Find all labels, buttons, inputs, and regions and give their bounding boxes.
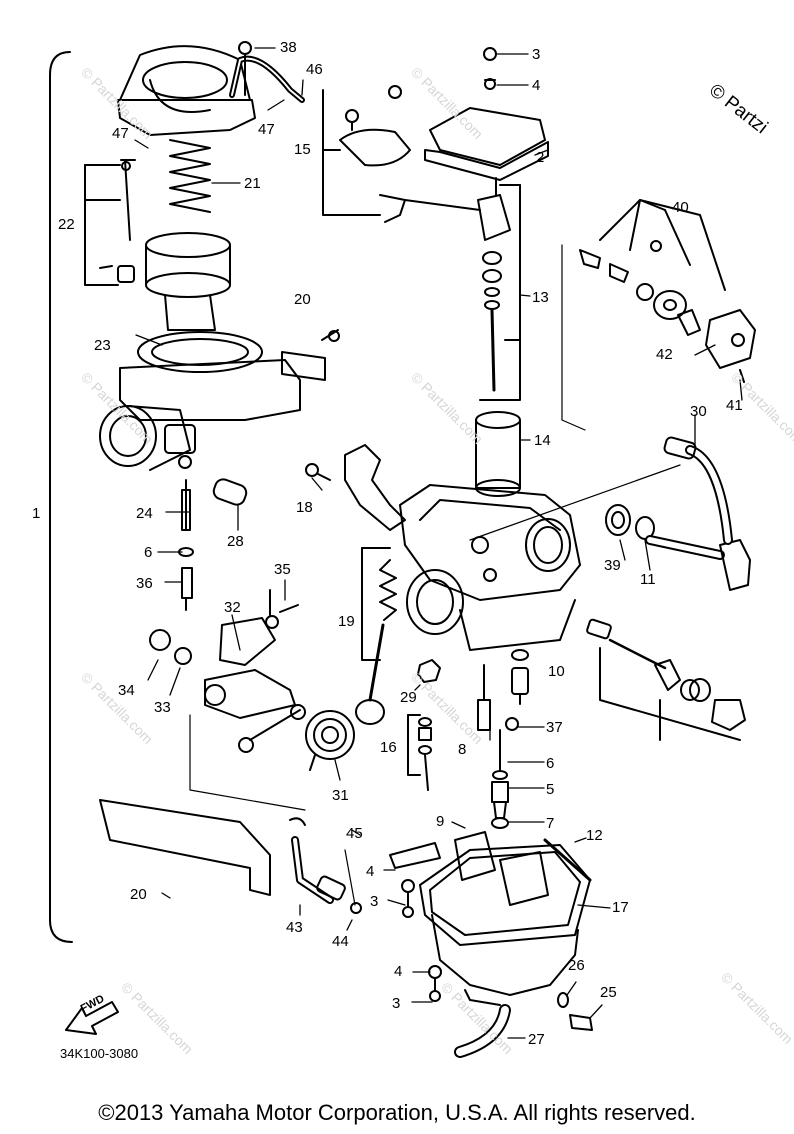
needle-assembly: [477, 177, 521, 401]
carb-body-left: [99, 359, 301, 471]
part-label-38: 38: [280, 39, 297, 56]
carb-body-right: [399, 484, 581, 651]
accelerator-pump-group: [579, 199, 756, 383]
diaphragm: [137, 331, 263, 373]
part-label-3: 3: [532, 46, 541, 63]
part-label-29: 29: [400, 689, 417, 706]
throttle-linkage: [204, 617, 306, 753]
part-label-4: 4: [366, 863, 375, 880]
part-label-4: 4: [532, 77, 541, 94]
main-jet-column: [491, 729, 509, 829]
part-label-4: 4: [394, 963, 403, 980]
copyright-notice: ©2013 Yamaha Motor Corporation, U.S.A. A…: [98, 1100, 696, 1125]
drain-hose: [291, 836, 362, 914]
part-label-41: 41: [726, 397, 743, 414]
part-label-47: 47: [258, 121, 275, 138]
part-label-46: 46: [306, 61, 323, 78]
choke-bracket: [344, 444, 406, 531]
drain-screw: [569, 1014, 593, 1031]
diagram-code: 34K100-3080: [60, 1046, 139, 1061]
part-label-1: 1: [32, 505, 41, 522]
part-label-34: 34: [118, 682, 135, 699]
part-label-25: 25: [600, 984, 617, 1001]
part-label-43: 43: [286, 919, 303, 936]
washer-11: [635, 516, 655, 540]
part-label-21: 21: [244, 175, 261, 192]
part-label-27: 27: [528, 1031, 545, 1048]
plug: [212, 478, 248, 506]
piston-valve: [145, 232, 231, 331]
part-label-7: 7: [546, 815, 555, 832]
part-label-18: 18: [296, 499, 313, 516]
part-label-19: 19: [338, 613, 355, 630]
part-label-23: 23: [94, 337, 111, 354]
part-label-42: 42: [656, 346, 673, 363]
part-label-15: 15: [294, 141, 311, 158]
top-cap: [424, 47, 549, 181]
throttle-slide: [475, 411, 521, 497]
part-label-13: 13: [532, 289, 549, 306]
leader-lines: [134, 47, 743, 1039]
part-label-30: 30: [690, 403, 707, 420]
part-label-6: 6: [144, 544, 153, 561]
jet-group-left: [407, 649, 529, 791]
part-label-26: 26: [568, 957, 585, 974]
nut: [149, 629, 171, 651]
part-label-2: 2: [536, 149, 545, 166]
throttle-stop-screw: [355, 547, 397, 725]
part-label-35: 35: [274, 561, 291, 578]
seal-39: [605, 504, 631, 536]
part-label-40: 40: [672, 199, 689, 216]
part-label-20: 20: [294, 291, 311, 308]
pilot-screw-set: [178, 479, 194, 611]
assembly-bracket: [49, 51, 73, 943]
part-label-24: 24: [136, 505, 153, 522]
part-label-16: 16: [380, 739, 397, 756]
part-label-36: 36: [136, 575, 153, 592]
jet-needle: [84, 159, 136, 286]
diaphragm-spring: [169, 139, 211, 213]
part-label-6: 6: [546, 755, 555, 772]
part-label-31: 31: [332, 787, 349, 804]
part-label-8: 8: [458, 741, 467, 758]
carb-top-cover: [117, 41, 305, 136]
part-label-14: 14: [534, 432, 551, 449]
part-label-32: 32: [224, 599, 241, 616]
part-label-5: 5: [546, 781, 555, 798]
part-label-47: 47: [112, 125, 129, 142]
washer: [174, 647, 192, 665]
part-label-9: 9: [436, 813, 445, 830]
part-label-39: 39: [604, 557, 621, 574]
part-label-37: 37: [546, 719, 563, 736]
part-label-3: 3: [392, 995, 401, 1012]
mounting-plate: [281, 351, 326, 381]
float-bowl: [389, 831, 592, 1006]
part-label-28: 28: [227, 533, 244, 550]
fwd-arrow-icon: [65, 1001, 119, 1035]
part-label-3: 3: [370, 893, 379, 910]
part-label-22: 22: [58, 216, 75, 233]
part-label-45: 45: [346, 825, 363, 842]
part-label-33: 33: [154, 699, 171, 716]
return-spring: [305, 710, 355, 771]
part-label-12: 12: [586, 827, 603, 844]
throttle-lever-group: [322, 85, 481, 223]
part-label-20: 20: [130, 886, 147, 903]
nut-29: [417, 659, 441, 683]
part-label-11: 11: [640, 571, 656, 588]
air-bypass-pipe: [645, 436, 751, 591]
starter-plunger: [586, 618, 746, 741]
bracket-plate: [99, 799, 271, 896]
part-label-10: 10: [548, 663, 565, 680]
part-label-17: 17: [612, 899, 629, 916]
part-label-44: 44: [332, 933, 349, 950]
